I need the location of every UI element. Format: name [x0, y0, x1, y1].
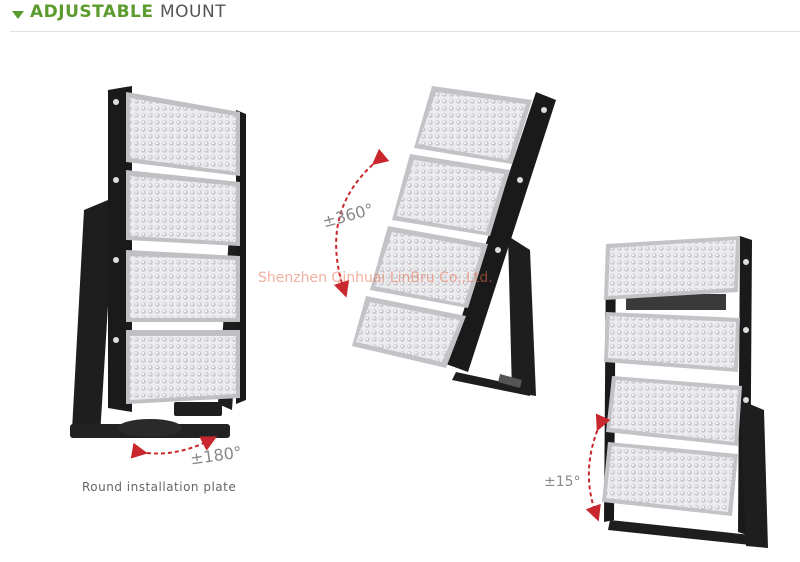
header-divider: [10, 31, 800, 32]
section-header: ADJUSTABLE MOUNT: [0, 0, 800, 32]
angle-label-15: ±15°: [544, 474, 581, 490]
image-caption: Round installation plate: [82, 480, 237, 494]
section-title-regular: MOUNT: [160, 2, 227, 22]
caret-down-icon: [12, 11, 24, 19]
tilt-arrow-icon: [585, 413, 611, 522]
rotation-arrow-icon: [333, 148, 390, 298]
rotation-arrow-icon: [130, 436, 218, 459]
product-illustrations: [70, 86, 768, 548]
floodlight-rotated-icon: [333, 86, 556, 396]
floodlight-round-plate-icon: [70, 86, 246, 459]
section-title-bold: ADJUSTABLE: [30, 2, 154, 22]
floodlight-tilted-modules-icon: [585, 236, 768, 548]
watermark-text: Shenzhen Qinhuai LinBru Co.,Ltd.: [258, 270, 493, 286]
